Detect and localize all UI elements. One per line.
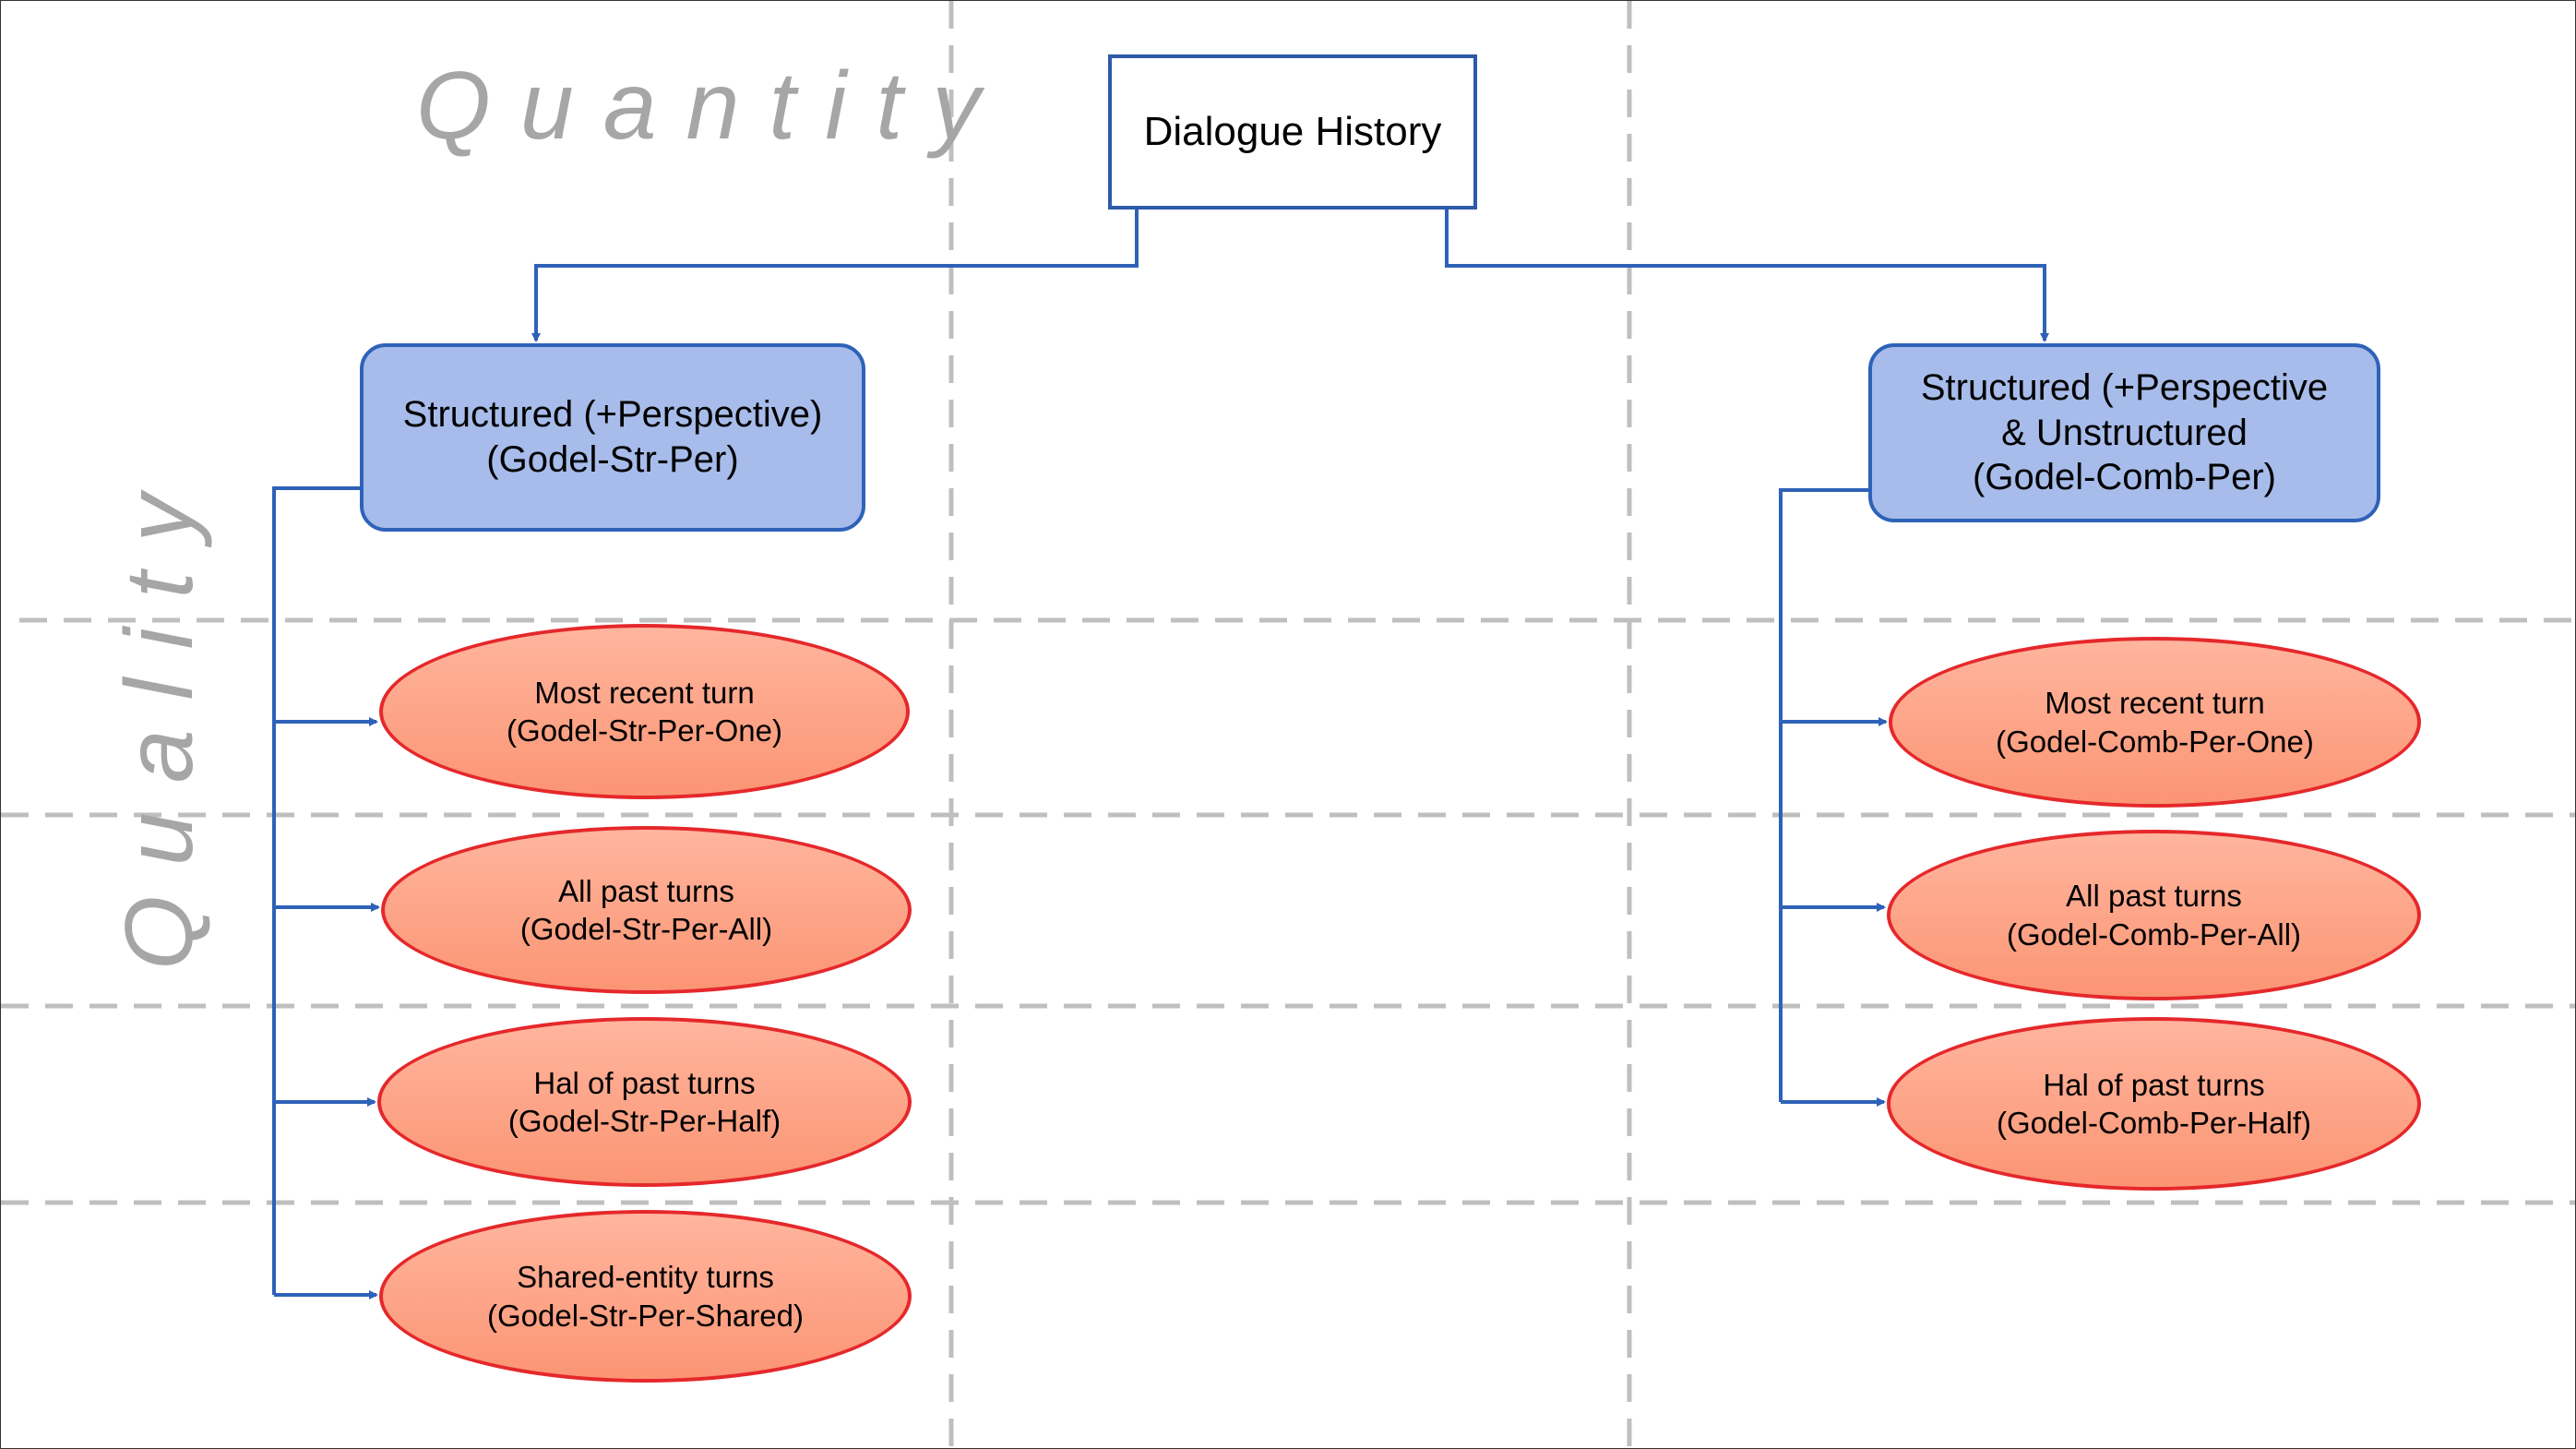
right-tree-trunk (1779, 488, 1868, 1102)
combined-perspective-label: Structured (+Perspective & Unstructured … (1920, 366, 2329, 498)
leaf-label: All past turns (Godel-Str-Per-All) (519, 873, 773, 946)
quantity-axis-label: Quantity (416, 53, 1010, 160)
dialogue-history-label: Dialogue History (1143, 109, 1442, 154)
leaf-label: Hal of past turns (Godel-Str-Per-Half) (507, 1065, 781, 1138)
leaf-str-per-one: Most recent turn (Godel-Str-Per-One) (379, 624, 910, 799)
leaf-comb-per-half: Hal of past turns (Godel-Comb-Per-Half) (1887, 1017, 2421, 1191)
leaf-str-per-half: Hal of past turns (Godel-Str-Per-Half) (377, 1017, 912, 1187)
connector-root-to-right (1445, 210, 2049, 342)
leaf-label: Hal of past turns (Godel-Comb-Per-Half) (1996, 1067, 2312, 1140)
leaf-label: Most recent turn (Godel-Comb-Per-One) (1996, 686, 2314, 759)
leaf-comb-per-all: All past turns (Godel-Comb-Per-All) (1887, 830, 2421, 1000)
leaf-comb-per-one: Most recent turn (Godel-Comb-Per-One) (1889, 637, 2421, 808)
leaf-str-per-shared: Shared-entity turns (Godel-Str-Per-Share… (379, 1210, 912, 1383)
dialogue-history-node: Dialogue History (1108, 54, 1477, 210)
connector-root-to-left (531, 210, 1139, 342)
structured-perspective-node: Structured (+Perspective) (Godel-Str-Per… (360, 343, 865, 532)
leaf-label: Shared-entity turns (Godel-Str-Per-Share… (487, 1260, 804, 1333)
combined-perspective-node: Structured (+Perspective & Unstructured … (1868, 343, 2380, 522)
left-tree-trunk (272, 486, 360, 1295)
leaf-label: Most recent turn (Godel-Str-Per-One) (507, 675, 782, 748)
quality-axis-label: Quality (106, 464, 213, 970)
structured-perspective-label: Structured (+Perspective) (Godel-Str-Per… (402, 394, 823, 480)
leaf-str-per-all: All past turns (Godel-Str-Per-All) (381, 826, 912, 994)
leaf-label: All past turns (Godel-Comb-Per-All) (2006, 879, 2302, 952)
